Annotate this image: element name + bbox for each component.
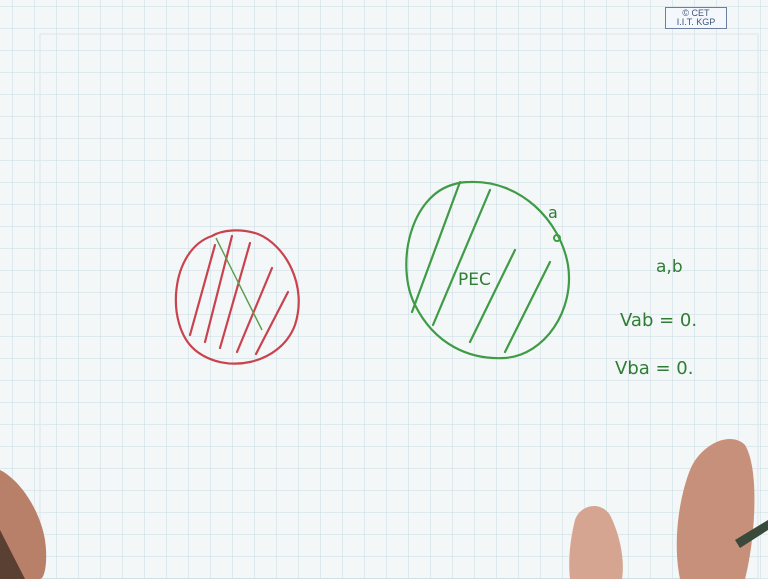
red-hatched-circle bbox=[174, 229, 300, 365]
left-hand bbox=[0, 470, 47, 579]
left-sleeve bbox=[0, 530, 25, 579]
points-ab-label: a,b bbox=[656, 257, 683, 277]
point-a-label: a bbox=[548, 203, 558, 222]
equation-vab: Vab = 0. bbox=[620, 310, 698, 331]
pec-label: PEC bbox=[458, 270, 491, 290]
right-hand bbox=[569, 505, 623, 579]
green-stroke-on-red-circle bbox=[215, 237, 263, 331]
green-pec-circle bbox=[405, 180, 571, 360]
right-fingers bbox=[676, 439, 755, 579]
point-a-marker bbox=[553, 234, 561, 242]
logo-line-1: © CET bbox=[682, 8, 710, 18]
pen bbox=[735, 520, 768, 548]
equation-vba: Vba = 0. bbox=[615, 358, 694, 379]
cet-iit-kgp-logo: © CET I.I.T. KGP bbox=[665, 7, 727, 29]
logo-line-2: I.I.T. KGP bbox=[676, 17, 716, 27]
